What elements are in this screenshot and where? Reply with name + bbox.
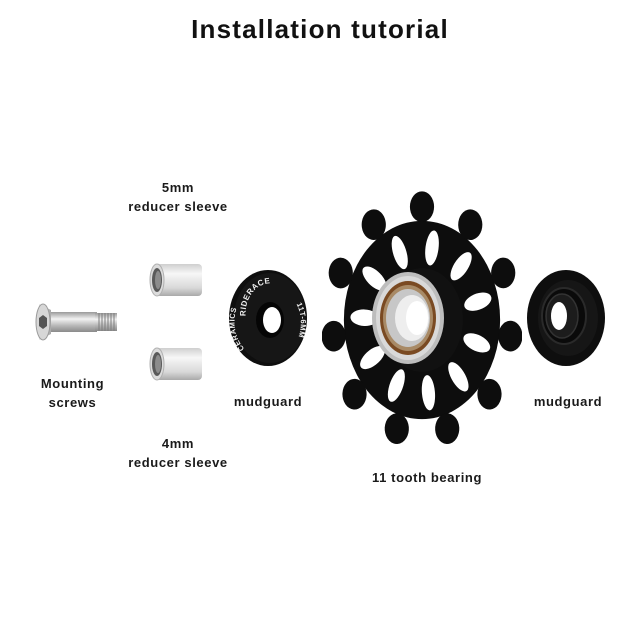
mounting-screws-label: Mounting screws	[40, 376, 105, 410]
sleeve-5mm-label: 5mm reducer sleeve	[128, 180, 228, 214]
mudguard-left-image: RIDERACE CERAMICS 11T-6MM	[226, 268, 312, 368]
sleeve-5mm-image	[148, 262, 206, 298]
pulley-label: 11 tooth bearing	[371, 470, 482, 485]
page-title: Installation tutorial	[191, 14, 449, 44]
sleeve-4mm-label: 4mm reducer sleeve	[128, 436, 228, 470]
mudguard-right-label: mudguard	[533, 394, 603, 409]
mounting-screw-image	[33, 300, 119, 344]
mudguard-left-label: mudguard	[233, 394, 303, 409]
pulley-wheel-image	[322, 190, 522, 450]
mudguard-right-image	[526, 268, 608, 368]
sleeve-4mm-image	[148, 346, 206, 382]
